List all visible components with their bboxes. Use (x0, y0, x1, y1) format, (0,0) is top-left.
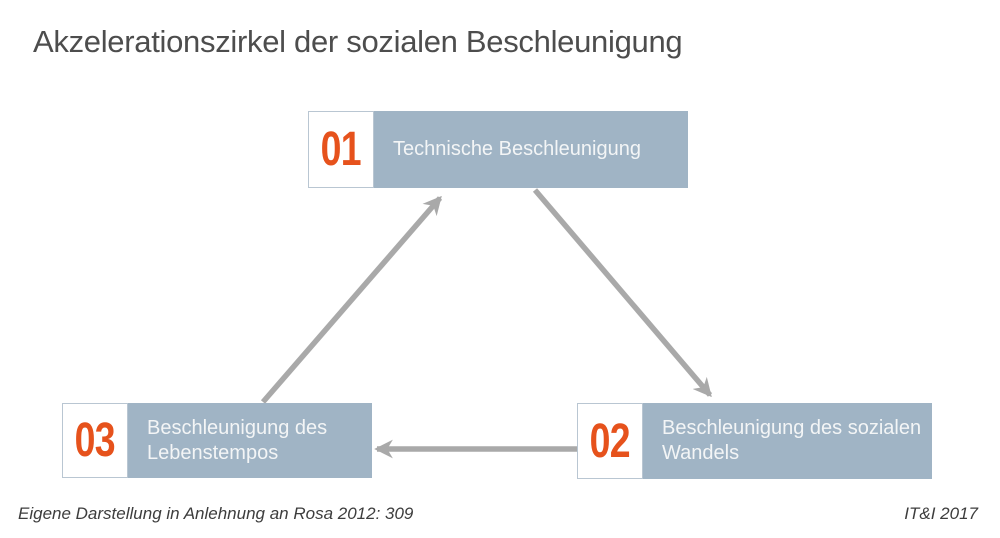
arrow-03-to-01 (260, 195, 443, 404)
node-label: Beschleunigung des sozialen Wandels (643, 403, 932, 479)
node-number-text: 02 (589, 414, 631, 468)
node-technische-beschleunigung: 01 Technische Beschleunigung (308, 111, 688, 188)
page-title: Akzelerationszirkel der sozialen Beschle… (33, 24, 683, 59)
node-label: Technische Beschleunigung (374, 111, 688, 188)
arrow-01-to-02 (532, 188, 713, 398)
node-beschleunigung-sozialer-wandel: 02 Beschleunigung des sozialen Wandels (577, 403, 932, 479)
node-number-badge: 03 (62, 403, 128, 478)
node-number-badge: 01 (308, 111, 374, 188)
node-number-badge: 02 (577, 403, 643, 479)
node-number-text: 03 (74, 414, 116, 467)
node-beschleunigung-lebenstempo: 03 Beschleunigung des Lebenstempos (62, 403, 372, 478)
node-label: Beschleunigung des Lebenstempos (128, 403, 372, 478)
credit-note: IT&I 2017 (904, 504, 978, 523)
node-number-text: 01 (320, 123, 362, 176)
source-note: Eigene Darstellung in Anlehnung an Rosa … (18, 504, 414, 523)
